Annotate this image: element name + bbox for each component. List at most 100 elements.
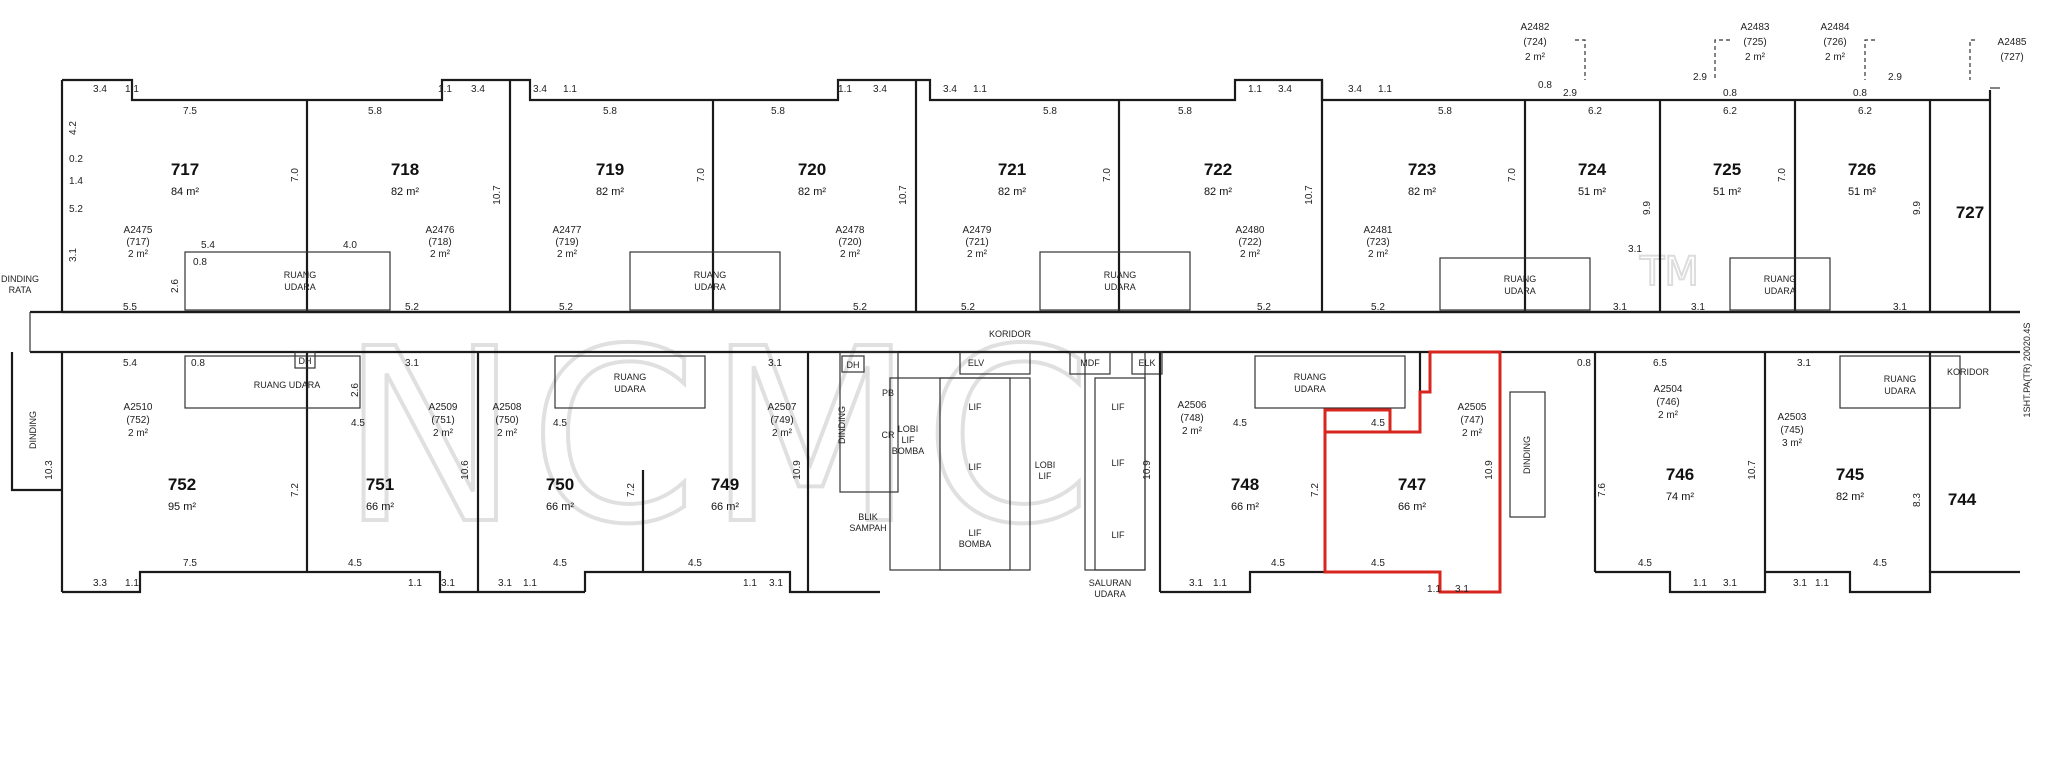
svg-text:2 m²: 2 m² (1658, 410, 1679, 421)
svg-text:RUANG: RUANG (1764, 274, 1797, 284)
acc-a2475: A2475(717)2 m² (124, 225, 153, 260)
svg-text:ELV: ELV (968, 358, 984, 368)
unit-722: 722 82 m² (1204, 160, 1233, 198)
svg-text:1.1: 1.1 (1248, 84, 1262, 95)
svg-text:DINDING: DINDING (1, 274, 39, 284)
svg-text:A2509: A2509 (429, 402, 458, 413)
svg-text:1.1: 1.1 (563, 84, 577, 95)
svg-text:10.9: 10.9 (1484, 460, 1495, 480)
svg-text:LIF: LIF (1038, 471, 1052, 481)
svg-text:2 m²: 2 m² (967, 249, 988, 260)
svg-text:2 m²: 2 m² (1825, 52, 1846, 63)
acc-a2483: A2483(725)2 m² (1741, 22, 1770, 63)
svg-text:CR: CR (882, 430, 895, 440)
svg-text:1.4: 1.4 (69, 176, 83, 187)
svg-text:66 m²: 66 m² (1398, 501, 1426, 513)
svg-text:2 m²: 2 m² (840, 249, 861, 260)
svg-text:0.8: 0.8 (1853, 88, 1867, 99)
svg-text:(745): (745) (1780, 425, 1803, 436)
svg-text:3.4: 3.4 (471, 84, 485, 95)
corridor-label-right: KORIDOR (1947, 367, 1990, 377)
acc-a2477: A2477(719)2 m² (553, 225, 582, 260)
svg-text:A2503: A2503 (1778, 412, 1807, 423)
svg-text:2 m²: 2 m² (433, 428, 454, 439)
svg-text:DINDING: DINDING (837, 406, 847, 444)
svg-text:4.5: 4.5 (1371, 558, 1385, 569)
svg-text:A2485: A2485 (1998, 37, 2027, 48)
svg-text:2 m²: 2 m² (497, 428, 518, 439)
svg-text:1.1: 1.1 (125, 578, 139, 589)
svg-text:2 m²: 2 m² (1525, 52, 1546, 63)
svg-text:4.5: 4.5 (688, 558, 702, 569)
svg-text:UDARA: UDARA (614, 384, 646, 394)
dims-top: 3.4 1.1 7.5 5.8 1.1 3.4 3.4 1.1 5.8 5.8 … (93, 72, 1902, 117)
acc-a2507: A2507(749)2 m² (768, 402, 797, 439)
svg-text:7.5: 7.5 (183, 558, 197, 569)
svg-text:SAMPAH: SAMPAH (849, 523, 886, 533)
svg-text:82 m²: 82 m² (798, 186, 826, 198)
svg-text:2 m²: 2 m² (1368, 249, 1389, 260)
svg-text:3.1: 3.1 (68, 248, 79, 262)
svg-text:5.2: 5.2 (961, 302, 975, 313)
svg-text:A2504: A2504 (1654, 384, 1683, 395)
svg-text:1.1: 1.1 (125, 84, 139, 95)
svg-text:9.9: 9.9 (1912, 201, 1923, 215)
unit-727: 727 (1956, 203, 1984, 222)
svg-text:4.5: 4.5 (1271, 558, 1285, 569)
svg-text:3.1: 3.1 (1893, 302, 1907, 313)
svg-text:SALURAN: SALURAN (1089, 578, 1132, 588)
svg-text:66 m²: 66 m² (366, 501, 394, 513)
svg-text:4.0: 4.0 (343, 240, 357, 251)
svg-text:2 m²: 2 m² (772, 428, 793, 439)
svg-text:LIF: LIF (968, 402, 982, 412)
core-labels: DH DH ELV MDF ELK PB CR LIF LIF LIF LIF … (1, 274, 2032, 599)
svg-text:(717): (717) (126, 237, 149, 248)
svg-text:RUANG: RUANG (1884, 374, 1917, 384)
svg-text:LIF: LIF (1111, 402, 1125, 412)
svg-text:7.2: 7.2 (626, 483, 637, 497)
svg-text:721: 721 (998, 160, 1026, 179)
svg-text:5.4: 5.4 (201, 240, 215, 251)
svg-text:UDARA: UDARA (1094, 589, 1126, 599)
acc-a2504: A2504(746)2 m² (1654, 384, 1683, 421)
svg-text:722: 722 (1204, 160, 1232, 179)
svg-text:1.1: 1.1 (1213, 578, 1227, 589)
svg-text:0.8: 0.8 (1723, 88, 1737, 99)
svg-text:10.3: 10.3 (44, 460, 55, 480)
svg-text:10.9: 10.9 (792, 460, 803, 480)
svg-text:A2510: A2510 (124, 402, 153, 413)
svg-text:4.2: 4.2 (68, 121, 79, 135)
svg-text:PB: PB (882, 388, 894, 398)
svg-text:(721): (721) (965, 237, 988, 248)
svg-text:2 m²: 2 m² (430, 249, 451, 260)
svg-text:0.8: 0.8 (1538, 80, 1552, 91)
svg-text:DH: DH (847, 360, 860, 370)
svg-text:10.9: 10.9 (1142, 460, 1153, 480)
svg-text:2.9: 2.9 (1888, 72, 1902, 83)
ruang-udara-label: RUANG (284, 270, 317, 280)
svg-text:74 m²: 74 m² (1666, 491, 1694, 503)
svg-text:4.5: 4.5 (1233, 418, 1247, 429)
svg-text:3.3: 3.3 (93, 578, 107, 589)
svg-text:BOMBA: BOMBA (892, 446, 925, 456)
svg-text:A2482: A2482 (1521, 22, 1550, 33)
svg-text:82 m²: 82 m² (1836, 491, 1864, 503)
svg-text:UDARA: UDARA (1294, 384, 1326, 394)
svg-text:752: 752 (168, 475, 196, 494)
accessory-bottom: A2510(752)2 m² A2509(751)2 m² A2508(750)… (124, 384, 1807, 449)
svg-text:5.5: 5.5 (123, 302, 137, 313)
svg-text:82 m²: 82 m² (1204, 186, 1232, 198)
svg-text:4.5: 4.5 (1371, 418, 1385, 429)
svg-text:4.5: 4.5 (1638, 558, 1652, 569)
svg-text:1SHT.PA(TR) 20020.4S: 1SHT.PA(TR) 20020.4S (2022, 323, 2032, 418)
svg-text:7.0: 7.0 (290, 168, 301, 182)
svg-text:A2481: A2481 (1364, 225, 1393, 236)
svg-text:A2506: A2506 (1178, 400, 1207, 411)
